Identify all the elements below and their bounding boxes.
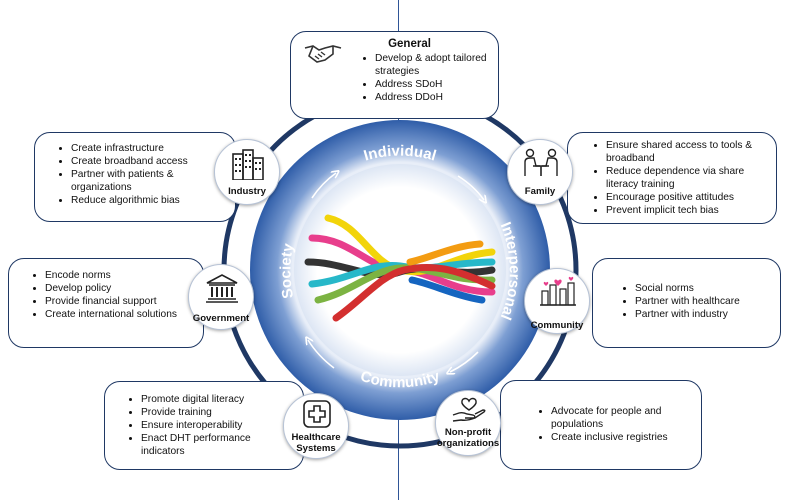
list-item: Enact DHT performance indicators (141, 432, 297, 458)
list-item: Prevent implicit tech bias (606, 204, 770, 217)
list-item: Reduce algorithmic bias (71, 194, 227, 207)
government-node: Government (188, 264, 254, 330)
community-list: Social norms Partner with healthcare Par… (621, 282, 774, 321)
industry-list: Create infrastructure Create broadband a… (57, 142, 227, 207)
ring-label-community: Community (358, 368, 442, 392)
node-label-industry: Industry (228, 186, 266, 197)
buildings-icon (232, 149, 264, 180)
nonprofit-node: Non-profit organizations (435, 390, 501, 456)
general-title: General (388, 38, 431, 50)
healthcare-list: Promote digital literacy Provide trainin… (127, 393, 297, 458)
family-box: Ensure shared access to tools & broadban… (567, 132, 777, 224)
family-list: Ensure shared access to tools & broadban… (592, 139, 770, 217)
general-box: General Develop & adopt tailored strateg… (290, 31, 499, 119)
list-item: Promote digital literacy (141, 393, 297, 406)
arrow-bottom-left (308, 340, 335, 369)
arrow-bottom-right (450, 351, 479, 372)
list-item: Create international solutions (45, 308, 195, 321)
government-box: Encode norms Develop policy Provide fina… (8, 258, 204, 348)
node-label-nonprofit: Non-profit organizations (436, 427, 500, 449)
medical-cross-icon (303, 400, 331, 428)
hand-heart-icon (452, 397, 486, 422)
list-item: Develop policy (45, 282, 195, 295)
node-label-community: Community (530, 320, 584, 331)
family-table-icon (524, 148, 558, 176)
handshake-icon (304, 45, 342, 63)
list-item: Provide financial support (45, 295, 195, 308)
list-item: Partner with industry (635, 308, 774, 321)
list-item: Create infrastructure (71, 142, 227, 155)
list-item: Reduce dependence via share literacy tra… (606, 165, 770, 191)
list-item: Partner with patients & organizations (71, 168, 227, 194)
list-item: Advocate for people and populations (551, 405, 695, 431)
list-item: Encode norms (45, 269, 195, 282)
list-item: Ensure interoperability (141, 419, 297, 432)
list-item: Create broadband access (71, 155, 227, 168)
nonprofit-list: Advocate for people and populations Crea… (537, 405, 695, 444)
braided-rope-icon (304, 214, 496, 322)
industry-node: Industry (214, 139, 280, 205)
list-item: Partner with healthcare (635, 295, 774, 308)
node-label-family: Family (524, 186, 556, 197)
node-label-government: Government (192, 313, 250, 324)
community-box: Social norms Partner with healthcare Par… (592, 258, 781, 348)
arrow-top-right (457, 175, 484, 200)
general-list: Develop & adopt tailored strategies Addr… (361, 52, 490, 104)
list-item: Address DDoH (375, 91, 490, 104)
node-label-healthcare: Healthcare Systems (291, 432, 341, 454)
community-node: Community (524, 268, 590, 334)
list-item: Ensure shared access to tools & broadban… (606, 139, 770, 165)
community-skyline-icon (540, 276, 576, 306)
family-node: Family (507, 139, 573, 205)
list-item: Address SDoH (375, 78, 490, 91)
list-item: Social norms (635, 282, 774, 295)
list-item: Create inclusive registries (551, 431, 695, 444)
industry-box: Create infrastructure Create broadband a… (34, 132, 236, 222)
government-list: Encode norms Develop policy Provide fina… (31, 269, 195, 321)
nonprofit-box: Advocate for people and populations Crea… (500, 380, 702, 470)
list-item: Encourage positive attitudes (606, 191, 770, 204)
list-item: Develop & adopt tailored strategies (375, 52, 490, 78)
arrow-top-left (311, 173, 336, 199)
list-item: Provide training (141, 406, 297, 419)
healthcare-node: Healthcare Systems (283, 393, 349, 459)
healthcare-box: Promote digital literacy Provide trainin… (104, 381, 304, 470)
government-building-icon (206, 274, 238, 303)
ring-label-society: Society (277, 241, 297, 300)
